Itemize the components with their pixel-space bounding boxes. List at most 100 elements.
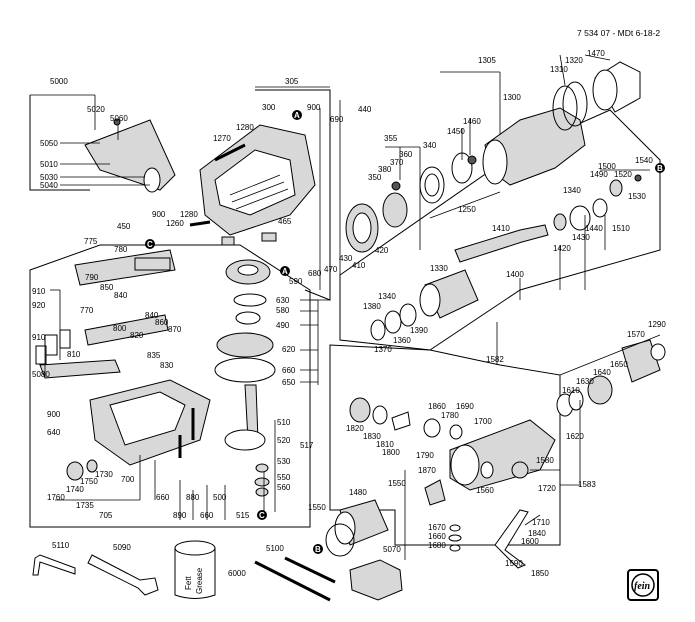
accessory-parts: Fett Grease xyxy=(32,540,336,602)
label-420: 420 xyxy=(375,246,389,255)
label-1850: 1850 xyxy=(531,569,549,578)
label-900c: 900 xyxy=(47,410,61,419)
label-1330: 1330 xyxy=(430,264,448,273)
label-1510: 1510 xyxy=(612,224,630,233)
label-1530: 1530 xyxy=(628,192,646,201)
label-1820: 1820 xyxy=(346,424,364,433)
label-430: 430 xyxy=(339,254,353,263)
label-1750: 1750 xyxy=(80,477,98,486)
ref-b-right: B xyxy=(657,164,663,173)
label-860: 860 xyxy=(155,318,169,327)
label-1460: 1460 xyxy=(463,117,481,126)
label-1470: 1470 xyxy=(587,49,605,58)
label-1730: 1730 xyxy=(95,470,113,479)
label-1250: 1250 xyxy=(458,205,476,214)
label-470: 470 xyxy=(324,265,338,274)
label-840a: 840 xyxy=(114,291,128,300)
lever-1600 xyxy=(494,509,529,569)
label-1440: 1440 xyxy=(585,224,603,233)
label-1670: 1670 xyxy=(428,523,446,532)
label-1710: 1710 xyxy=(532,518,550,527)
label-1260: 1260 xyxy=(166,219,184,228)
label-1280a: 1280 xyxy=(236,123,254,132)
label-1320: 1320 xyxy=(565,56,583,65)
fein-logo: fein xyxy=(627,569,659,601)
label-380: 380 xyxy=(378,165,392,174)
label-5110: 5110 xyxy=(52,541,70,550)
label-1640: 1640 xyxy=(593,368,611,377)
label-1390: 1390 xyxy=(410,326,428,335)
label-440: 440 xyxy=(358,105,372,114)
label-790: 790 xyxy=(85,273,99,282)
label-5030: 5030 xyxy=(40,173,58,182)
leader-lines xyxy=(30,54,661,560)
label-870: 870 xyxy=(168,325,182,334)
label-1700: 1700 xyxy=(474,417,492,426)
label-780: 780 xyxy=(114,245,128,254)
grease-can-text-2: Grease xyxy=(195,567,204,594)
label-530: 530 xyxy=(277,457,291,466)
label-5090: 5090 xyxy=(113,543,131,552)
label-1270: 1270 xyxy=(213,134,231,143)
label-650: 650 xyxy=(282,378,296,387)
label-305: 305 xyxy=(285,77,299,86)
label-5040: 5040 xyxy=(40,181,58,190)
logo-text: fein xyxy=(634,581,651,592)
tool-body-parts xyxy=(35,118,316,497)
label-1735: 1735 xyxy=(76,501,94,510)
label-1780: 1780 xyxy=(441,411,459,420)
label-410: 410 xyxy=(352,261,366,270)
label-1680: 1680 xyxy=(428,541,446,550)
label-1583: 1583 xyxy=(578,480,596,489)
label-6000: 6000 xyxy=(228,569,246,578)
label-620: 620 xyxy=(282,345,296,354)
label-900a: 900 xyxy=(307,103,321,112)
label-520: 520 xyxy=(277,436,291,445)
label-5020: 5020 xyxy=(87,105,105,114)
wrench-5090 xyxy=(87,554,159,596)
label-465: 465 xyxy=(278,217,292,226)
grease-can xyxy=(174,547,216,599)
label-515: 515 xyxy=(236,511,250,520)
label-660a: 660 xyxy=(156,493,170,502)
label-1550a: 1550 xyxy=(308,503,326,512)
label-590: 590 xyxy=(289,277,303,286)
label-5060: 5060 xyxy=(110,114,128,123)
label-350: 350 xyxy=(368,173,382,182)
label-1550b: 1550 xyxy=(388,479,406,488)
label-840b: 840 xyxy=(145,311,159,320)
label-1305: 1305 xyxy=(478,56,496,65)
label-1540: 1540 xyxy=(635,156,653,165)
label-1570: 1570 xyxy=(627,330,645,339)
label-1280b: 1280 xyxy=(180,210,198,219)
label-1650: 1650 xyxy=(610,360,628,369)
label-340: 340 xyxy=(423,141,437,150)
label-900b: 900 xyxy=(152,210,166,219)
label-630: 630 xyxy=(276,296,290,305)
label-880: 880 xyxy=(186,493,200,502)
label-5100: 5100 xyxy=(266,544,284,553)
label-800: 800 xyxy=(113,324,127,333)
label-680: 680 xyxy=(308,269,322,278)
ref-c-top: C xyxy=(147,240,153,249)
label-890: 890 xyxy=(173,511,187,520)
label-835: 835 xyxy=(147,351,161,360)
label-1860: 1860 xyxy=(428,402,446,411)
motor-parts xyxy=(345,61,666,383)
label-910b: 910 xyxy=(32,333,46,342)
label-850: 850 xyxy=(100,283,114,292)
label-550: 550 xyxy=(277,473,291,482)
label-1480: 1480 xyxy=(349,488,367,497)
label-1580: 1580 xyxy=(536,456,554,465)
label-810: 810 xyxy=(67,350,81,359)
label-1290: 1290 xyxy=(648,320,666,329)
label-820: 820 xyxy=(130,331,144,340)
label-690: 690 xyxy=(330,115,344,124)
label-1370: 1370 xyxy=(374,345,392,354)
label-1560: 1560 xyxy=(476,486,494,495)
label-775: 775 xyxy=(84,237,98,246)
label-1740: 1740 xyxy=(66,485,84,494)
ref-a-top: A xyxy=(294,111,300,120)
reference-markers: A A B B C C xyxy=(145,110,665,554)
ref-b-bottom: B xyxy=(315,545,321,554)
